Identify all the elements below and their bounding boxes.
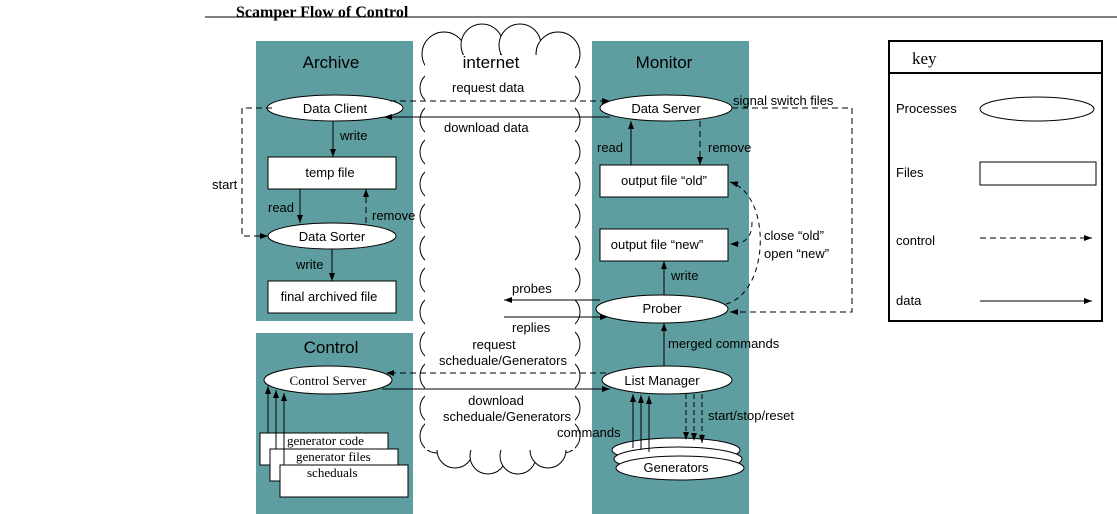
start-label: start [212, 177, 238, 192]
download-label-1: download [468, 393, 524, 408]
control-heading: Control [304, 338, 359, 357]
key-processes-label: Processes [896, 101, 957, 116]
request-data-label: request data [452, 80, 525, 95]
commands-label: commands [557, 425, 621, 440]
monitor-heading: Monitor [636, 53, 693, 72]
key-process-symbol [979, 96, 1095, 122]
signal-switch-files-label: signal switch files [733, 93, 834, 108]
key-title: key [912, 49, 937, 68]
generator-code-label: generator code [287, 433, 364, 448]
generators-label: Generators [643, 460, 709, 475]
diagram-title: Scamper Flow of Control [236, 4, 409, 21]
read-old-label: read [597, 140, 623, 155]
internet-heading: internet [463, 53, 520, 72]
list-manager-process [601, 365, 733, 395]
remove-temp-label: remove [372, 208, 415, 223]
output-file-old-label: output file “old” [621, 173, 707, 188]
control-server-label: Control Server [290, 373, 368, 388]
data-client-label: Data Client [303, 101, 368, 116]
internet-cloud [419, 23, 581, 475]
download-label-2: scheduale/Generators [443, 409, 571, 424]
read-temp-label: read [268, 200, 294, 215]
output-file-new-label: output file “new” [611, 237, 704, 252]
output-file-old [599, 164, 729, 198]
prober-label: Prober [642, 301, 682, 316]
download-data-label: download data [444, 120, 529, 135]
list-manager-label: List Manager [624, 373, 700, 388]
write-temp-label: write [339, 128, 367, 143]
scheduals-label: scheduals [307, 465, 358, 480]
temp-file [267, 156, 397, 190]
key-control-label: control [896, 233, 935, 248]
merged-commands-label: merged commands [668, 336, 780, 351]
key-file-symbol [979, 161, 1097, 186]
control-server-process [263, 365, 393, 395]
request-label-2: scheduale/Generators [439, 353, 567, 368]
replies-label: replies [512, 320, 551, 335]
final-archived-file-label: final archived file [281, 289, 378, 304]
remove-old-label: remove [708, 140, 751, 155]
data-server-label: Data Server [631, 101, 701, 116]
start-sorter-arrow [241, 107, 272, 239]
write-new-label: write [670, 268, 698, 283]
open-new-label: open “new” [764, 246, 829, 261]
key-files-label: Files [896, 165, 924, 180]
probes-label: probes [512, 281, 552, 296]
temp-file-label: temp file [305, 165, 354, 180]
close-old-arrow [725, 181, 761, 305]
write-final-label: write [295, 257, 323, 272]
signal-switch-files-arrow [730, 107, 853, 315]
key-data-label: data [896, 293, 922, 308]
scheduals-file [279, 464, 409, 498]
generator-files-label: generator files [296, 449, 371, 464]
open-new-arrow [729, 221, 753, 247]
request-label-1: request [472, 337, 516, 352]
generators-stack [611, 437, 745, 481]
close-old-label: close “old” [764, 228, 824, 243]
data-sorter-label: Data Sorter [299, 229, 366, 244]
start-stop-reset-label: start/stop/reset [708, 408, 794, 423]
output-file-new [599, 228, 729, 262]
archive-heading: Archive [303, 53, 360, 72]
